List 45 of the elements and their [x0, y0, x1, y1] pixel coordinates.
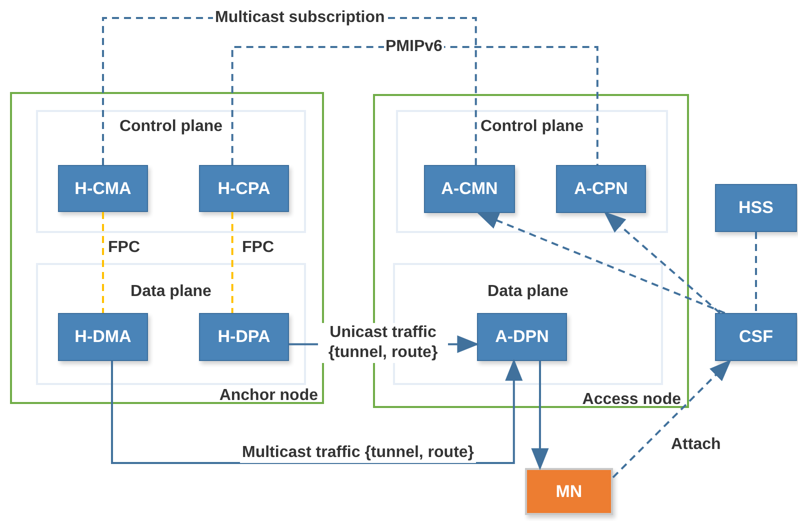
node-label: MN: [556, 482, 582, 502]
function-box: [58, 313, 148, 361]
arrow: [604, 212, 721, 314]
node-label: H-CMA: [74, 178, 132, 198]
node-group-box: [10, 92, 324, 404]
node-label: HSS: [738, 198, 774, 218]
function-box: [556, 165, 646, 213]
arrow: [612, 359, 732, 478]
mobile-node-box: [525, 468, 613, 515]
group-title: Control plane: [119, 118, 223, 136]
connector-line: [231, 212, 234, 313]
group-title: Access node: [582, 391, 681, 409]
function-box: [199, 165, 289, 212]
plane-box: [396, 110, 668, 233]
arrow: [531, 361, 549, 470]
function-box: [424, 165, 515, 213]
function-box: [477, 313, 567, 361]
function-box: [58, 165, 148, 212]
group-title: Data plane: [488, 283, 568, 301]
arrow: [476, 212, 726, 314]
edge-label: Multicast traffic {tunnel, route}: [240, 443, 476, 463]
edge-label: Unicast traffic {tunnel, route}: [318, 323, 448, 363]
edge-label: FPC: [107, 238, 141, 258]
connector-line: [231, 46, 598, 165]
group-title: Control plane: [480, 118, 584, 136]
node-label: A-DPN: [495, 327, 549, 347]
node-label: A-CMN: [441, 179, 498, 199]
node-label: CSF: [739, 327, 773, 347]
node-label: H-DPA: [218, 327, 270, 347]
node-label: A-CPN: [574, 179, 628, 199]
connector-line: [102, 212, 104, 313]
function-box: [199, 313, 289, 361]
group-title: Data plane: [130, 283, 212, 301]
function-box: [715, 313, 797, 361]
edge-label: Multicast subscription: [213, 8, 387, 28]
plane-box: [36, 110, 306, 233]
connector-line: [755, 232, 757, 313]
plane-box: [393, 263, 663, 385]
group-title: Anchor node: [219, 387, 318, 405]
plane-box: [36, 263, 306, 385]
function-box: [715, 184, 797, 232]
edge-label: FPC: [241, 238, 275, 258]
node-label: H-DMA: [74, 327, 132, 347]
arrow: [111, 358, 523, 464]
node-label: H-CPA: [218, 178, 270, 198]
